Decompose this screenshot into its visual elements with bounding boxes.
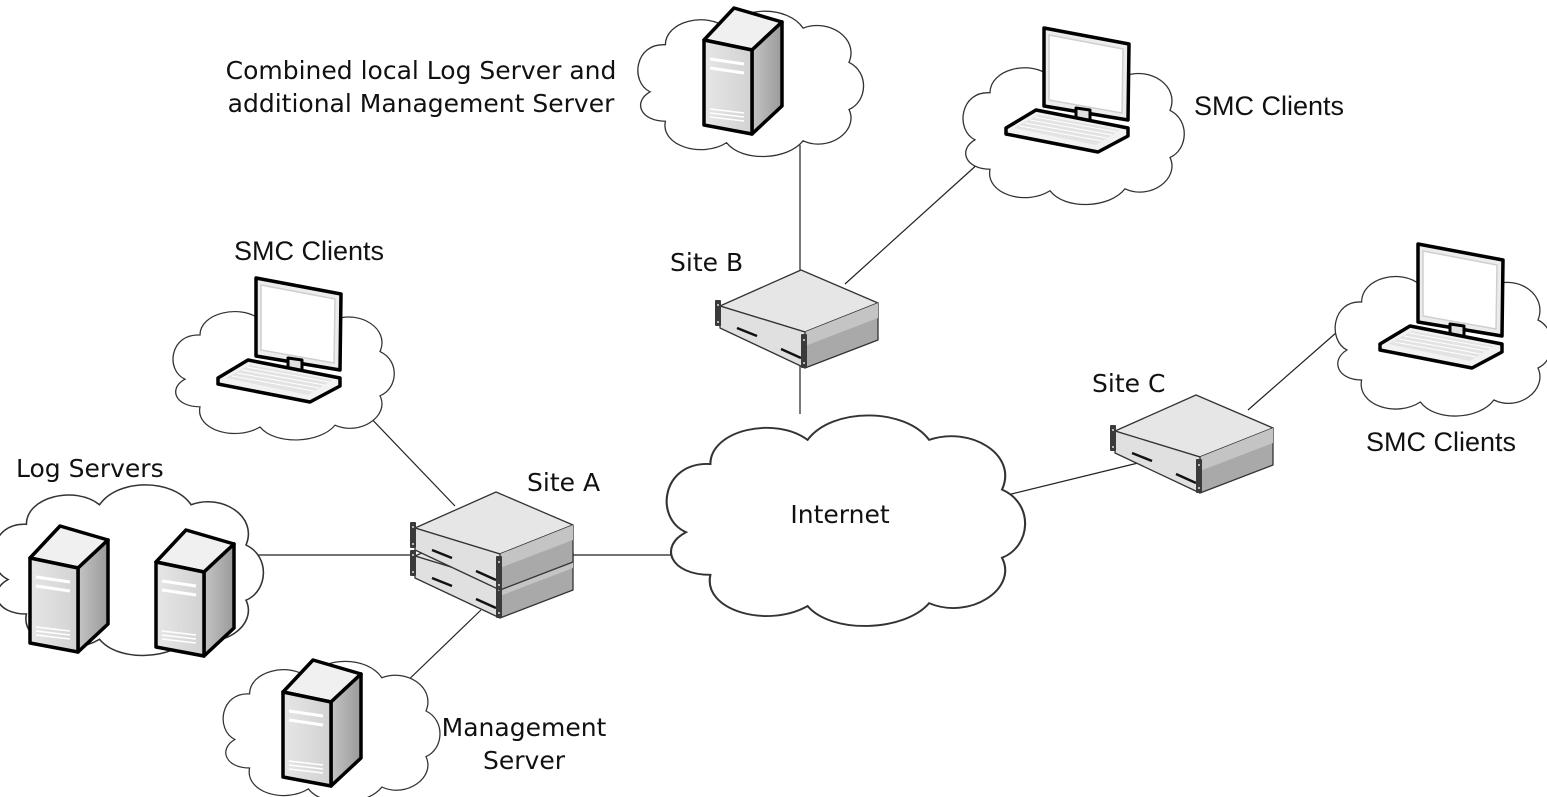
site-b-appliance-icon[interactable]	[713, 268, 880, 370]
log-server-1-icon[interactable]	[28, 524, 110, 654]
label-smc-clients-left: SMC Clients	[234, 236, 384, 266]
links	[242, 145, 1346, 689]
label-management-server-line2: Server	[483, 746, 566, 775]
label-log-servers: Log Servers	[16, 454, 164, 483]
label-management-server-line1: Management	[442, 713, 607, 742]
label-combined-server-line1: Combined local Log Server and	[226, 56, 617, 85]
label-internet: Internet	[790, 500, 889, 529]
log-server-2-icon[interactable]	[154, 528, 236, 658]
link-siteC-internet	[994, 462, 1139, 499]
label-site-a: Site A	[527, 468, 600, 497]
link-siteB-smc-top	[844, 161, 981, 285]
label-smc-clients-top: SMC Clients	[1194, 91, 1344, 121]
label-smc-clients-right: SMC Clients	[1366, 427, 1516, 457]
label-site-c: Site C	[1092, 369, 1165, 398]
label-combined-server-line2: additional Management Server	[228, 89, 615, 118]
link-siteA-smc-left	[363, 410, 456, 507]
combined-server-icon[interactable]	[702, 6, 784, 136]
link-siteA-management	[399, 609, 482, 689]
label-site-b: Site B	[670, 248, 743, 277]
link-siteC-smc-right	[1247, 324, 1346, 411]
management-server-icon[interactable]	[281, 658, 363, 788]
